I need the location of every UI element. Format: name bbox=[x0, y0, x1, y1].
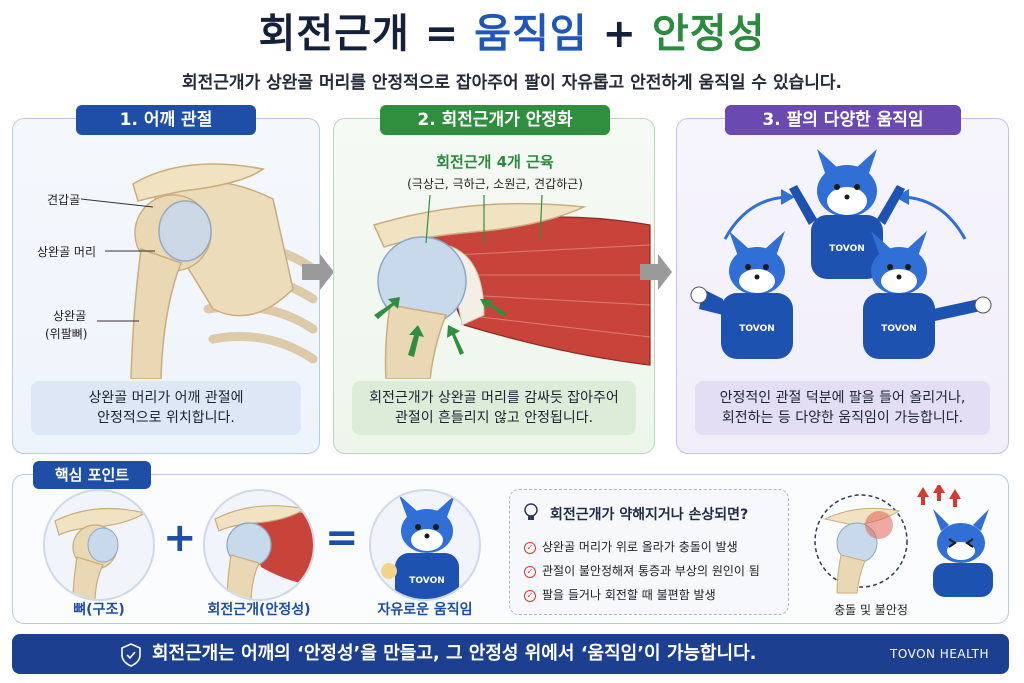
key-label-free-movement: 자유로운 움직임 bbox=[377, 602, 473, 618]
fox-mascot-illustration: TOVON TOVON TOVON bbox=[690, 149, 992, 359]
injury-label: 충돌 및 불안정 bbox=[834, 603, 908, 617]
caption-line: 회전근개가 상완골 머리를 감싸듯 잡아주어 bbox=[369, 390, 619, 406]
key-label-rotator-cuff: 회전근개(안정성) bbox=[207, 602, 311, 618]
rotator-cuff-illustration bbox=[372, 194, 651, 379]
caption-line: 안정적으로 위치합니다. bbox=[97, 410, 235, 426]
footer-message: 회전근개는 어깨의 ‘안정성’을 만들고, 그 안정성 위에서 ‘움직임’이 가… bbox=[152, 643, 757, 664]
title-plus: + bbox=[587, 11, 652, 57]
check-circle-icon: ✓ bbox=[524, 565, 536, 578]
brand-name: TOVON HEALTH bbox=[890, 647, 989, 661]
bone-structure-circle bbox=[43, 489, 155, 601]
arrow-right-icon bbox=[640, 254, 672, 290]
page-subtitle: 회전근개가 상완골 머리를 안정적으로 잡아주어 팔이 자유롭고 안전하게 움직… bbox=[182, 73, 842, 93]
muscles-list: (극상근, 극하근, 소원근, 견갑하근) bbox=[407, 177, 583, 191]
panel-rotator-cuff-stabilization: 2. 회전근개가 안정화 회전근개 4개 근육 (극상근, 극하근, 소원근, … bbox=[333, 105, 655, 454]
label-humerus: 상완골 bbox=[53, 309, 87, 323]
label-humerus-sub: (위팔뼈) bbox=[45, 327, 88, 341]
bone-icon bbox=[54, 507, 147, 599]
label-scapula: 견갑골 bbox=[47, 193, 81, 207]
injury-illustration bbox=[814, 485, 993, 597]
plus-operator: + bbox=[163, 515, 197, 561]
warning-item: ✓ 관절이 불안정해져 통증과 부상의 원인이 됨 bbox=[524, 562, 760, 579]
title-movement: 움직임 bbox=[474, 11, 588, 57]
key-points-heading: 핵심 포인트 bbox=[33, 461, 151, 489]
thumbs-up-fox-icon: TOVON bbox=[381, 495, 459, 599]
shield-check-icon bbox=[121, 643, 141, 667]
free-movement-circle: TOVON bbox=[369, 489, 481, 601]
page-title: 회전근개 = 움직임 + 안정성 bbox=[0, 6, 1024, 62]
arrow-right-icon bbox=[302, 254, 334, 290]
caption-line: 회전하는 등 다양한 움직임이 가능합니다. bbox=[721, 410, 964, 426]
mascot-shirt-text: TOVON bbox=[881, 324, 917, 334]
check-circle-icon: ✓ bbox=[524, 589, 536, 602]
rotator-cuff-circle bbox=[203, 489, 315, 601]
label-humeral-head: 상완골 머리 bbox=[37, 245, 97, 259]
warning-title: 회전근개가 약해지거나 손상되면? bbox=[550, 507, 749, 523]
warning-item: ✓ 팔을 들거나 회전할 때 불편함 발생 bbox=[524, 586, 716, 603]
title-stability: 안정성 bbox=[651, 11, 766, 57]
key-label-bone: 뼈(구조) bbox=[73, 602, 125, 618]
warning-item: ✓ 상완골 머리가 위로 올라가 충돌이 발생 bbox=[524, 538, 738, 555]
key-points-box: 핵심 포인트 뼈(구조) + 회전근개(안정성) = bbox=[12, 461, 1009, 624]
panel-heading: 1. 어깨 관절 bbox=[76, 105, 256, 135]
panel-caption: 상완골 머리가 어깨 관절에 안정적으로 위치합니다. bbox=[31, 381, 301, 435]
equals-operator: = bbox=[325, 515, 359, 561]
warning-item-text: 관절이 불안정해져 통증과 부상의 원인이 됨 bbox=[542, 564, 760, 578]
check-circle-icon: ✓ bbox=[524, 541, 536, 554]
caption-line: 안정적인 관절 덕분에 팔을 들어 올리거나, bbox=[719, 390, 966, 406]
mascot-shirt-text: TOVON bbox=[739, 324, 775, 334]
muscle-icon bbox=[214, 505, 313, 599]
muscles-title: 회전근개 4개 근육 bbox=[436, 153, 554, 171]
caption-line: 상완골 머리가 어깨 관절에 bbox=[88, 390, 244, 406]
mascot-shirt-text: TOVON bbox=[829, 244, 865, 254]
caption-line: 관절이 흔들리지 않고 안정됩니다. bbox=[394, 410, 594, 426]
damage-warning-box: 회전근개가 약해지거나 손상되면? ✓ 상완골 머리가 위로 올라가 충돌이 발생… bbox=[509, 489, 789, 615]
footer-banner: 회전근개는 어깨의 ‘안정성’을 만들고, 그 안정성 위에서 ‘움직임’이 가… bbox=[12, 634, 1009, 674]
lightbulb-icon bbox=[524, 503, 538, 520]
panel-arm-movements: 3. 팔의 다양한 움직임 TOVON bbox=[676, 105, 1009, 454]
panel-caption: 안정적인 관절 덕분에 팔을 들어 올리거나, 회전하는 등 다양한 움직임이 … bbox=[695, 381, 990, 435]
shoulder-joint-illustration bbox=[80, 163, 318, 379]
panel-shoulder-joint: 1. 어깨 관절 견갑골 상완골 머리 상완골 (위팔뼈) 상완골 머리가 어깨… bbox=[12, 105, 320, 454]
warning-item-text: 팔을 들거나 회전할 때 불편함 발생 bbox=[542, 588, 716, 602]
warning-item-text: 상완골 머리가 위로 올라가 충돌이 발생 bbox=[542, 540, 738, 554]
panel-caption: 회전근개가 상완골 머리를 감싸듯 잡아주어 관절이 흔들리지 않고 안정됩니다… bbox=[352, 381, 636, 435]
title-rotator-cuff: 회전근개 = bbox=[258, 11, 475, 57]
panel-heading: 3. 팔의 다양한 움직임 bbox=[725, 105, 961, 135]
mascot-shirt-text: TOVON bbox=[409, 576, 445, 586]
panel-heading: 2. 회전근개가 안정화 bbox=[380, 105, 610, 135]
